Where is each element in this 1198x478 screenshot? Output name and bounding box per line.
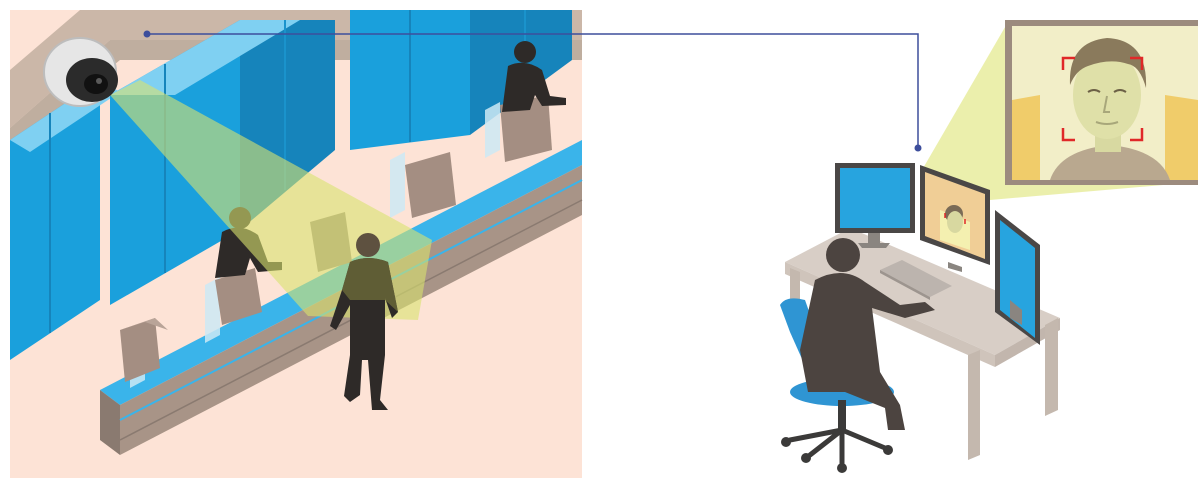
monitor-icon xyxy=(835,163,915,248)
counter-box xyxy=(120,318,168,382)
operator-workstation xyxy=(780,20,1198,473)
keyboard-icon xyxy=(880,260,952,300)
counter-box xyxy=(215,268,262,325)
room-scene xyxy=(10,10,583,478)
monitor-icon xyxy=(995,210,1040,345)
face-thumbnail xyxy=(940,205,970,250)
monitor-icon xyxy=(920,165,990,272)
connection-line xyxy=(143,30,922,152)
operator-icon xyxy=(800,238,935,430)
face-detection-icon xyxy=(1005,20,1198,185)
camera-field-of-view xyxy=(110,80,432,320)
dome-camera-icon xyxy=(43,37,118,107)
counter-box xyxy=(500,95,552,162)
customer-silhouette xyxy=(330,233,398,410)
clerk-silhouette xyxy=(502,41,566,112)
counter-box xyxy=(405,152,456,218)
